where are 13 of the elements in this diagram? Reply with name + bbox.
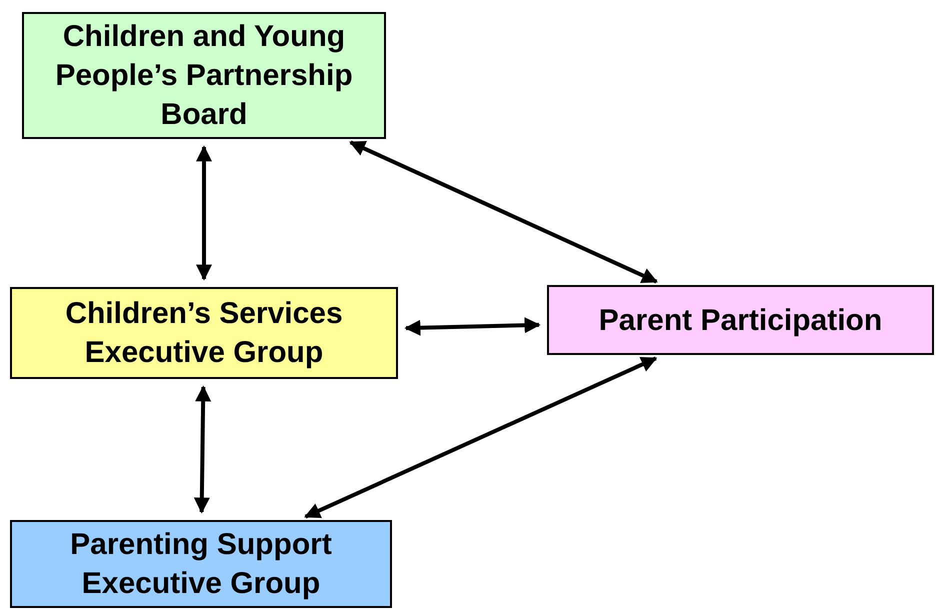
- group-box: [10, 287, 398, 379]
- double-arrow: [196, 145, 212, 281]
- group-box: [22, 12, 386, 139]
- double-arrow: [349, 140, 658, 284]
- group-box: [547, 285, 934, 355]
- double-arrow: [194, 385, 212, 514]
- box-title: Children and Young People’s Partnership Board: [54, 19, 354, 133]
- box-title: Parenting Support Executive Group: [69, 527, 333, 602]
- group-box: [10, 520, 392, 608]
- box-title: Children’s Services Executive Group: [64, 296, 344, 371]
- double-arrow: [404, 317, 541, 336]
- double-arrow: [304, 356, 658, 519]
- box-title: Parent Participation: [598, 302, 882, 338]
